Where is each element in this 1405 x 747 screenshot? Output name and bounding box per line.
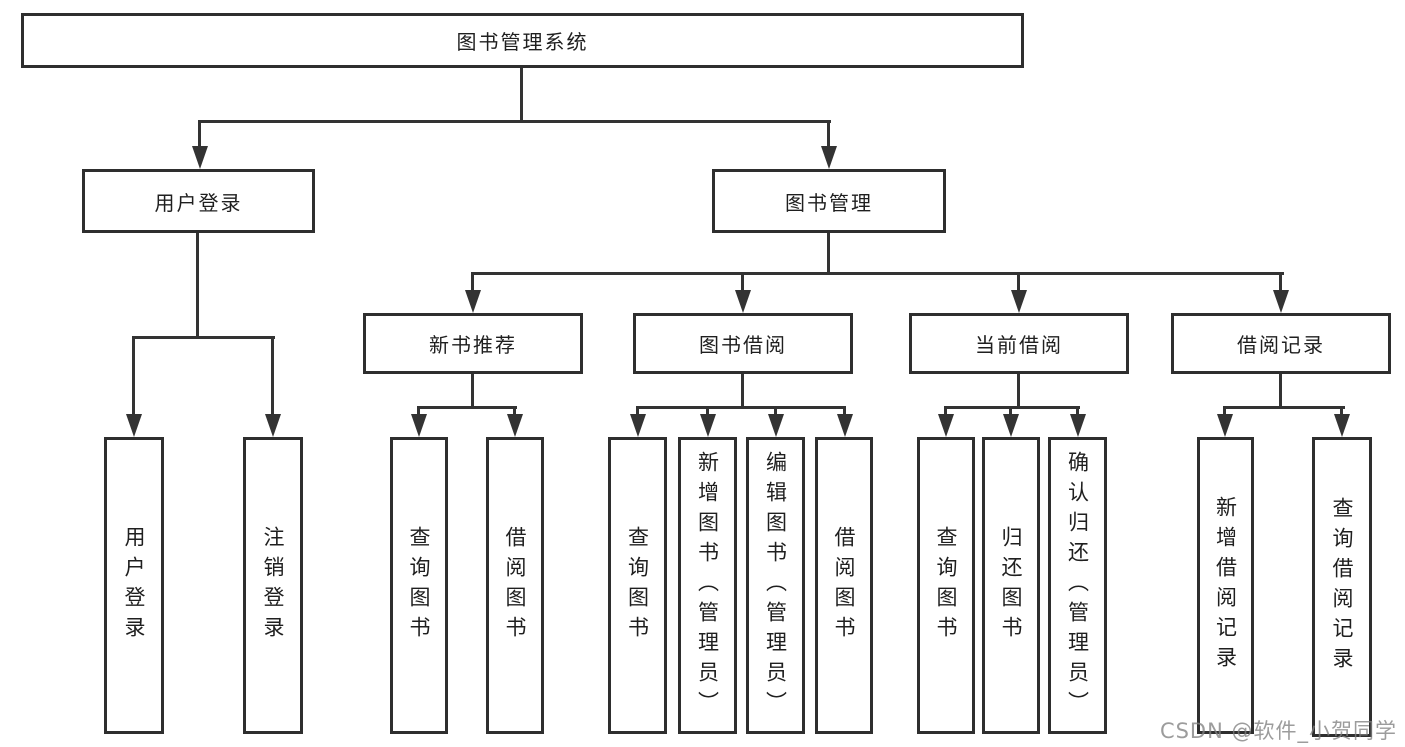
- leaf-query-books-recommend: 查询图书: [390, 437, 448, 734]
- leaf-query-borrow-record: 查询借阅记录: [1312, 437, 1372, 737]
- connector-borrowing-records-stem: [1279, 374, 1282, 406]
- connector-book-borrowing-stem: [741, 374, 744, 406]
- arrow-drop-to-leaf-query-books-borrow: [636, 406, 639, 414]
- connector-new-book-rail: [417, 406, 517, 409]
- arrow-drop-to-leaf-query-books-current: [944, 406, 947, 414]
- leaf-add-borrow-record: 新增借阅记录: [1197, 437, 1254, 734]
- arrow-drop-to-leaf-edit-books-admin: [774, 406, 777, 414]
- connector-book-management-rail: [471, 272, 1284, 275]
- arrow-drop-to-book-borrowing: [741, 272, 744, 290]
- leaf-user-login: 用户登录: [104, 437, 164, 734]
- csdn-watermark: CSDN @软件_小贺同学: [1159, 719, 1397, 743]
- leaf-query-books-borrow: 查询图书: [608, 437, 667, 734]
- arrow-drop-to-leaf-user-login: [132, 336, 135, 414]
- arrow-drop-to-leaf-add-borrow-record: [1223, 406, 1226, 414]
- arrow-drop-to-leaf-query-books-recommend: [417, 406, 420, 414]
- connector-current-borrowing-stem: [1017, 374, 1020, 406]
- connector-user-login-stem: [196, 233, 199, 336]
- leaf-logout: 注销登录: [243, 437, 303, 734]
- leaf-add-books-admin: 新增图书（管理员）: [678, 437, 737, 734]
- node-current-borrowing: 当前借阅: [909, 313, 1129, 374]
- node-book-management: 图书管理: [712, 169, 946, 233]
- node-user-login: 用户登录: [82, 169, 315, 233]
- arrow-drop-to-borrowing-records: [1279, 272, 1282, 290]
- connector-book-borrowing-rail: [636, 406, 846, 409]
- node-library-management-system: 图书管理系统: [21, 13, 1024, 68]
- leaf-edit-books-admin: 编辑图书（管理员）: [746, 437, 805, 734]
- arrow-drop-to-leaf-add-books-admin: [706, 406, 709, 414]
- connector-borrowing-records-rail: [1223, 406, 1345, 409]
- arrow-drop-to-user-login: [198, 120, 201, 146]
- node-book-borrowing: 图书借阅: [633, 313, 853, 374]
- leaf-return-books: 归还图书: [982, 437, 1040, 734]
- node-new-book-recommendation: 新书推荐: [363, 313, 583, 374]
- arrow-drop-to-new-book-recommendation: [471, 272, 474, 290]
- arrow-drop-to-leaf-logout: [271, 336, 274, 414]
- leaf-query-books-current: 查询图书: [917, 437, 975, 734]
- leaf-borrow-books-recommend: 借阅图书: [486, 437, 544, 734]
- arrow-drop-to-leaf-return-books: [1009, 406, 1012, 414]
- connector-root-stem: [520, 68, 523, 123]
- connector-current-borrowing-rail: [944, 406, 1080, 409]
- connector-user-login-rail: [132, 336, 275, 339]
- connector-root-rail: [198, 120, 831, 123]
- arrow-drop-to-book-management: [827, 120, 830, 146]
- arrow-drop-to-leaf-borrow-books-recommend: [513, 406, 516, 414]
- arrow-drop-to-leaf-query-borrow-record: [1340, 406, 1343, 414]
- leaf-borrow-books: 借阅图书: [815, 437, 873, 734]
- arrow-drop-to-current-borrowing: [1017, 272, 1020, 290]
- arrow-drop-to-leaf-confirm-return-admin: [1076, 406, 1079, 414]
- node-borrowing-records: 借阅记录: [1171, 313, 1391, 374]
- connector-book-management-stem: [827, 233, 830, 272]
- leaf-confirm-return-admin: 确认归还（管理员）: [1048, 437, 1107, 734]
- arrow-drop-to-leaf-borrow-books: [843, 406, 846, 414]
- connector-new-book-stem: [471, 374, 474, 406]
